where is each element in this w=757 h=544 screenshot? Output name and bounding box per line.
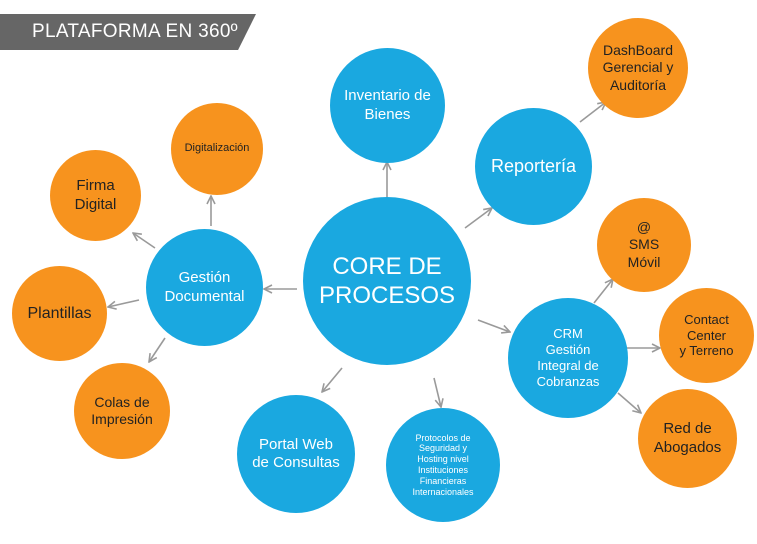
node-core-procesos: CORE DE PROCESOS [303,197,471,365]
node-crm-cobranzas: CRM Gestión Integral de Cobranzas [508,298,628,418]
node-reporteria: Reportería [475,108,592,225]
arrow-crm-abogados [617,392,641,413]
arrow-gestion-plantillas [108,299,140,307]
node-sms-movil: @ SMS Móvil [597,198,691,292]
node-plantillas-label: Plantillas [27,304,92,322]
node-crm-cobranzas-label: CRM Gestión Integral de Cobranzas [536,326,600,389]
arrow-core-crm [477,319,510,332]
node-gestion-documental: Gestión Documental [146,229,263,346]
node-gestion-documental-label: Gestión Documental [164,269,245,305]
node-protocolos-label: Protocolos de Seguridad y Hosting nivel … [412,432,474,497]
node-portal-web: Portal Web de Consultas [237,395,355,513]
arrow-gestion-colas [149,337,166,362]
node-firma-digital-label: Firma Digital [74,177,117,213]
arrow-reporteria-dashboard [579,102,606,123]
node-red-abogados-label: Red de Abogados [653,420,722,456]
node-firma-digital: Firma Digital [50,150,141,241]
arrow-core-reporteria [464,208,492,229]
node-sms-movil-label: @ SMS Móvil [627,219,661,270]
node-portal-web-label: Portal Web de Consultas [252,435,340,471]
title-banner: PLATAFORMA EN 360º [0,14,256,50]
node-core-procesos-label: CORE DE PROCESOS [318,252,456,309]
node-inventario-bienes: Inventario de Bienes [330,48,445,163]
arrow-core-protocolos [433,377,441,407]
node-plantillas: Plantillas [12,266,107,361]
node-protocolos: Protocolos de Seguridad y Hosting nivel … [386,408,500,522]
node-contact-center: Contact Center y Terreno [659,288,754,383]
arrow-gestion-firma [133,233,156,249]
arrow-core-portal [322,367,343,392]
node-colas-impresion-label: Colas de Impresión [91,393,153,427]
arrow-crm-sms [593,279,613,304]
node-colas-impresion: Colas de Impresión [74,363,170,459]
node-inventario-bienes-label: Inventario de Bienes [344,87,431,123]
node-contact-center-label: Contact Center y Terreno [679,311,734,359]
node-dashboard-label: DashBoard Gerencial y Auditoría [602,42,674,93]
node-digitalizacion-label: Digitalización [184,142,250,155]
node-red-abogados: Red de Abogados [638,389,737,488]
node-reporteria-label: Reportería [490,155,577,176]
node-digitalizacion: Digitalización [171,103,263,195]
banner-title: PLATAFORMA EN 360º [32,21,238,42]
node-dashboard: DashBoard Gerencial y Auditoría [588,18,688,118]
